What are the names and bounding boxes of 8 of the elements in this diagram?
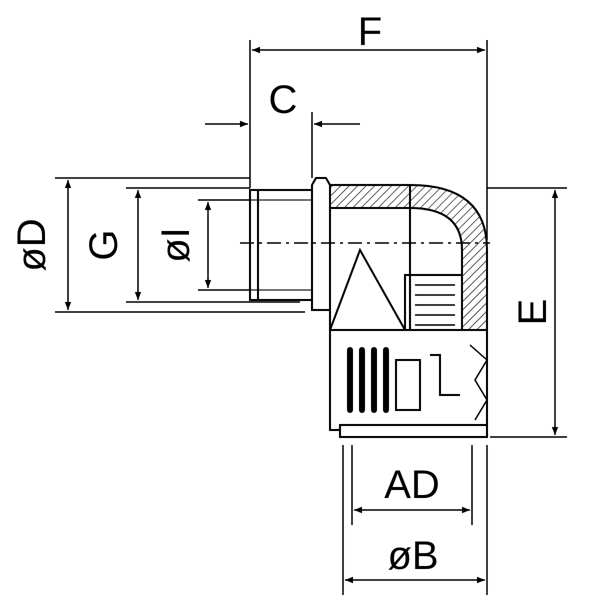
dimension-label: G <box>84 229 124 261</box>
dimension-label: øD <box>12 218 52 272</box>
dimension-label: C <box>268 80 298 120</box>
dimension-label: øI <box>156 227 196 263</box>
dimension-label: øB <box>387 536 439 576</box>
dimension-label: E <box>513 298 553 326</box>
dimension-label: AD <box>384 465 440 505</box>
dimension-label: F <box>358 12 382 52</box>
